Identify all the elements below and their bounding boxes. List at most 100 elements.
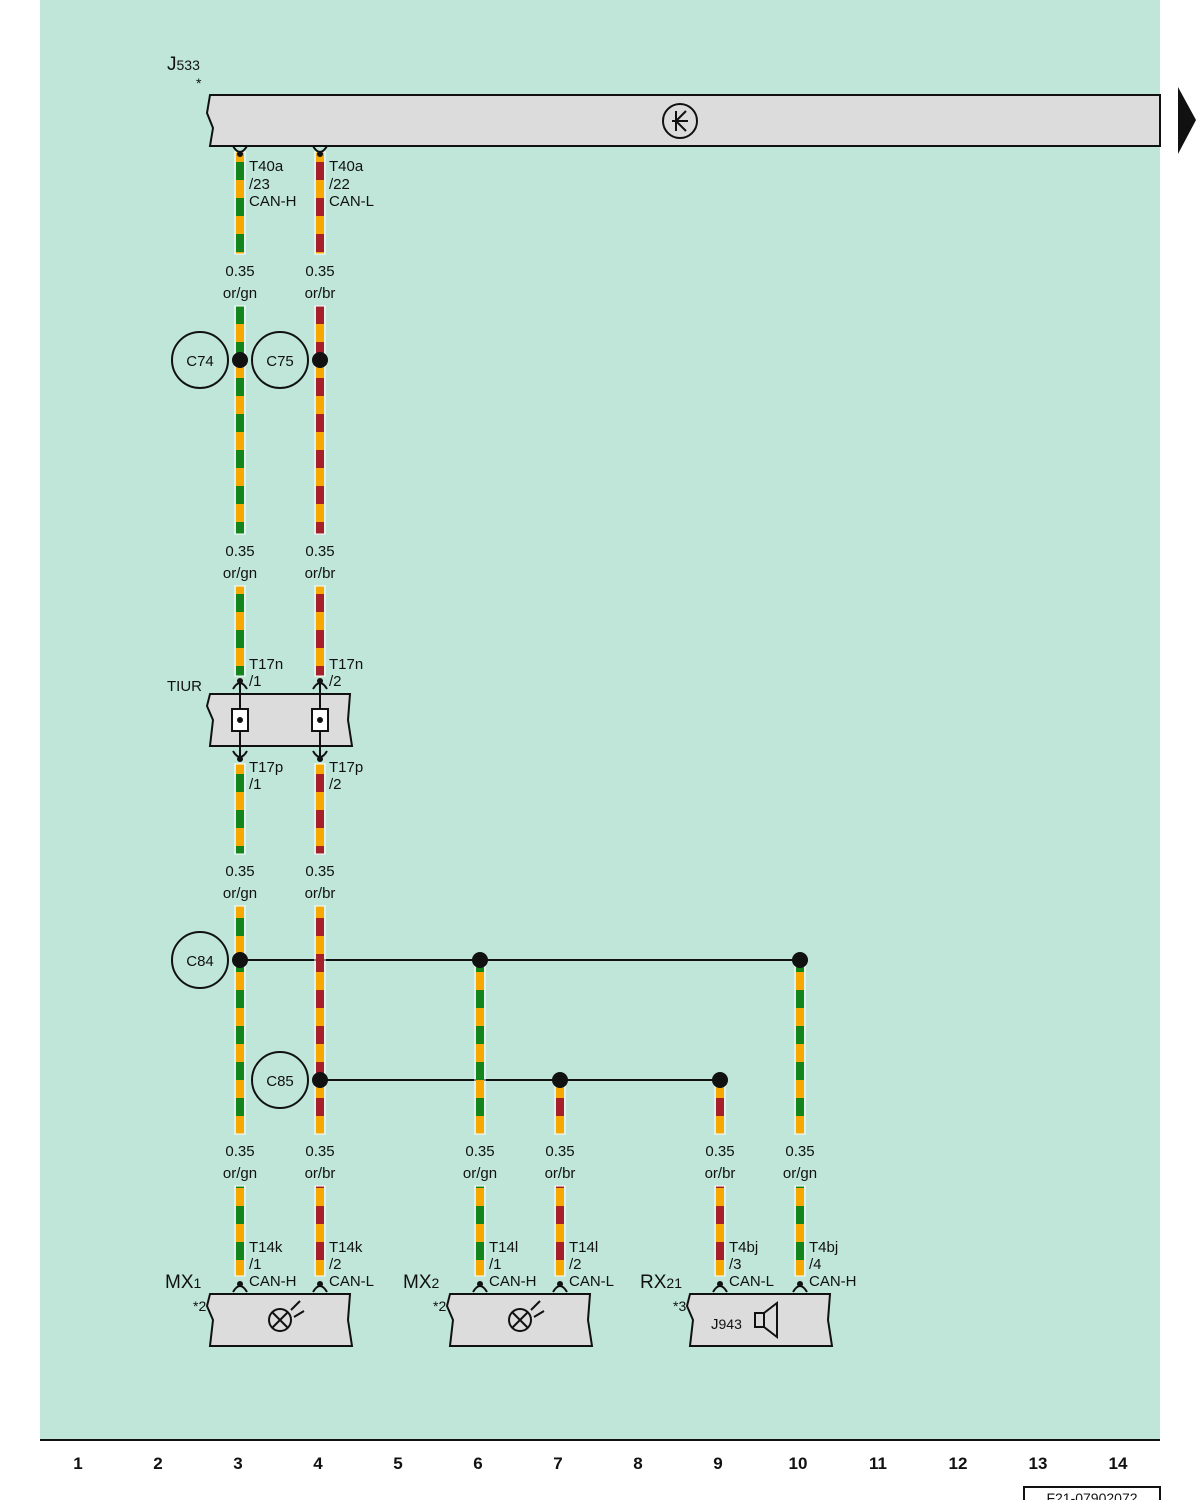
column-number: 13 — [1029, 1454, 1048, 1473]
wire-labels: 0.35 or/gn 0.35 or/br 0.35 or/gn 0.35 or… — [223, 263, 817, 1182]
wire-edge — [234, 305, 246, 535]
wire-color: or/gn — [223, 565, 257, 582]
junction-c84: C84 — [186, 953, 214, 970]
pin-connector: T14k — [329, 1239, 363, 1256]
pin-signal: CAN-H — [249, 193, 297, 210]
control-unit-note: * — [196, 75, 202, 91]
component-note: *2 — [193, 1298, 206, 1314]
wire-segments — [234, 151, 806, 1277]
pin-contact — [237, 756, 243, 762]
pin-number: /1 — [249, 1256, 262, 1273]
pin-connector: T4bj — [809, 1239, 838, 1256]
junction-c85: C85 — [266, 1073, 294, 1090]
wire-size: 0.35 — [305, 543, 334, 560]
wire-edge — [314, 1185, 326, 1277]
column-number: 12 — [949, 1454, 968, 1473]
wire-color: or/gn — [223, 1165, 257, 1182]
separation-point-label: TIUR — [167, 678, 202, 695]
component-rx21[interactable]: J943 RX21 *3 — [640, 1272, 834, 1347]
wire-or-gn — [796, 1186, 804, 1276]
continuation-arrow-icon — [1178, 87, 1196, 154]
wire-or-gn — [236, 152, 244, 254]
separation-point-tiur[interactable]: TIUR — [167, 678, 354, 757]
pin-labels: T40a /23 CAN-H T40a /22 CAN-L T17n /1 T1… — [249, 158, 857, 1290]
pin-number: /22 — [329, 176, 350, 193]
wire-edge — [794, 1185, 806, 1277]
wire-or-br — [316, 1186, 324, 1276]
column-number: 2 — [153, 1454, 162, 1473]
wire-color: or/gn — [223, 885, 257, 902]
pin-contact — [237, 1281, 243, 1287]
pin-connector: T40a — [329, 158, 364, 175]
pin-contact — [237, 151, 243, 157]
wire-or-br — [556, 1186, 564, 1276]
gateway-icon — [662, 103, 698, 139]
wire-color: or/br — [305, 1165, 336, 1182]
component-mx1[interactable]: MX1 *2 — [165, 1272, 354, 1347]
pin-contact — [237, 678, 243, 684]
wire-edge — [234, 763, 246, 855]
wire-edge — [234, 1185, 246, 1277]
wire-or-br — [316, 306, 324, 534]
wire-or-br — [716, 1186, 724, 1276]
pin-signal: CAN-L — [329, 193, 374, 210]
column-number: 1 — [73, 1454, 82, 1473]
pin-contact — [317, 678, 323, 684]
wire-color: or/br — [305, 565, 336, 582]
wire-color: or/br — [545, 1165, 576, 1182]
wire-size: 0.35 — [225, 543, 254, 560]
junction-dots — [232, 352, 808, 1088]
wire-edge — [554, 1185, 566, 1277]
wire-size: 0.35 — [225, 1143, 254, 1160]
diagram-background — [40, 0, 1160, 1440]
wire-size: 0.35 — [465, 1143, 494, 1160]
component-note: *2 — [433, 1298, 446, 1314]
wire-or-gn — [236, 586, 244, 676]
wire-color: or/br — [305, 285, 336, 302]
column-number: 3 — [233, 1454, 242, 1473]
pin-connector: T17p — [329, 759, 363, 776]
drawing-number: F21-07902072 — [1046, 1490, 1137, 1500]
pin-connector: T14l — [489, 1239, 518, 1256]
wire-edge — [314, 763, 326, 855]
pin-signal: CAN-H — [809, 1273, 857, 1290]
pin-contact — [477, 1281, 483, 1287]
wire-edge — [314, 905, 326, 1135]
wire-size: 0.35 — [225, 863, 254, 880]
speaker-icon — [754, 1300, 778, 1340]
wire-or-gn — [236, 306, 244, 534]
wire-color: or/gn — [463, 1165, 497, 1182]
pin-signal: CAN-L — [329, 1273, 374, 1290]
pin-number: /2 — [569, 1256, 582, 1273]
column-number: 8 — [633, 1454, 642, 1473]
pin-number: /1 — [249, 776, 262, 793]
pin-connector: T14k — [249, 1239, 283, 1256]
component-name: RX21 — [640, 1272, 682, 1293]
control-unit-j533[interactable]: J533 * — [167, 54, 1161, 147]
pin-number: /23 — [249, 176, 270, 193]
wire-color: or/gn — [223, 285, 257, 302]
pin-contact — [317, 756, 323, 762]
junction-labels: C74 C75 C84 C85 — [171, 331, 309, 1109]
column-number: 4 — [313, 1454, 323, 1473]
component-mx2[interactable]: MX2 *2 — [403, 1272, 594, 1347]
bus-lines — [240, 959, 800, 1081]
wire-or-gn — [476, 960, 484, 1134]
wire-edge — [474, 1185, 486, 1277]
pin-number: /1 — [489, 1256, 502, 1273]
wire-color: or/br — [305, 885, 336, 902]
pin-number: /2 — [329, 673, 342, 690]
column-number: 10 — [789, 1454, 808, 1473]
pin-connector: T40a — [249, 158, 284, 175]
wire-size: 0.35 — [305, 863, 334, 880]
wire-edge — [314, 305, 326, 535]
column-number: 6 — [473, 1454, 482, 1473]
wire-or-br — [316, 152, 324, 254]
pin-signal: CAN-L — [729, 1273, 774, 1290]
wire-or-br — [316, 906, 324, 1134]
wire-color: or/gn — [783, 1165, 817, 1182]
wire-or-gn — [236, 906, 244, 1134]
wire-size: 0.35 — [305, 263, 334, 280]
pin-contact — [317, 1281, 323, 1287]
